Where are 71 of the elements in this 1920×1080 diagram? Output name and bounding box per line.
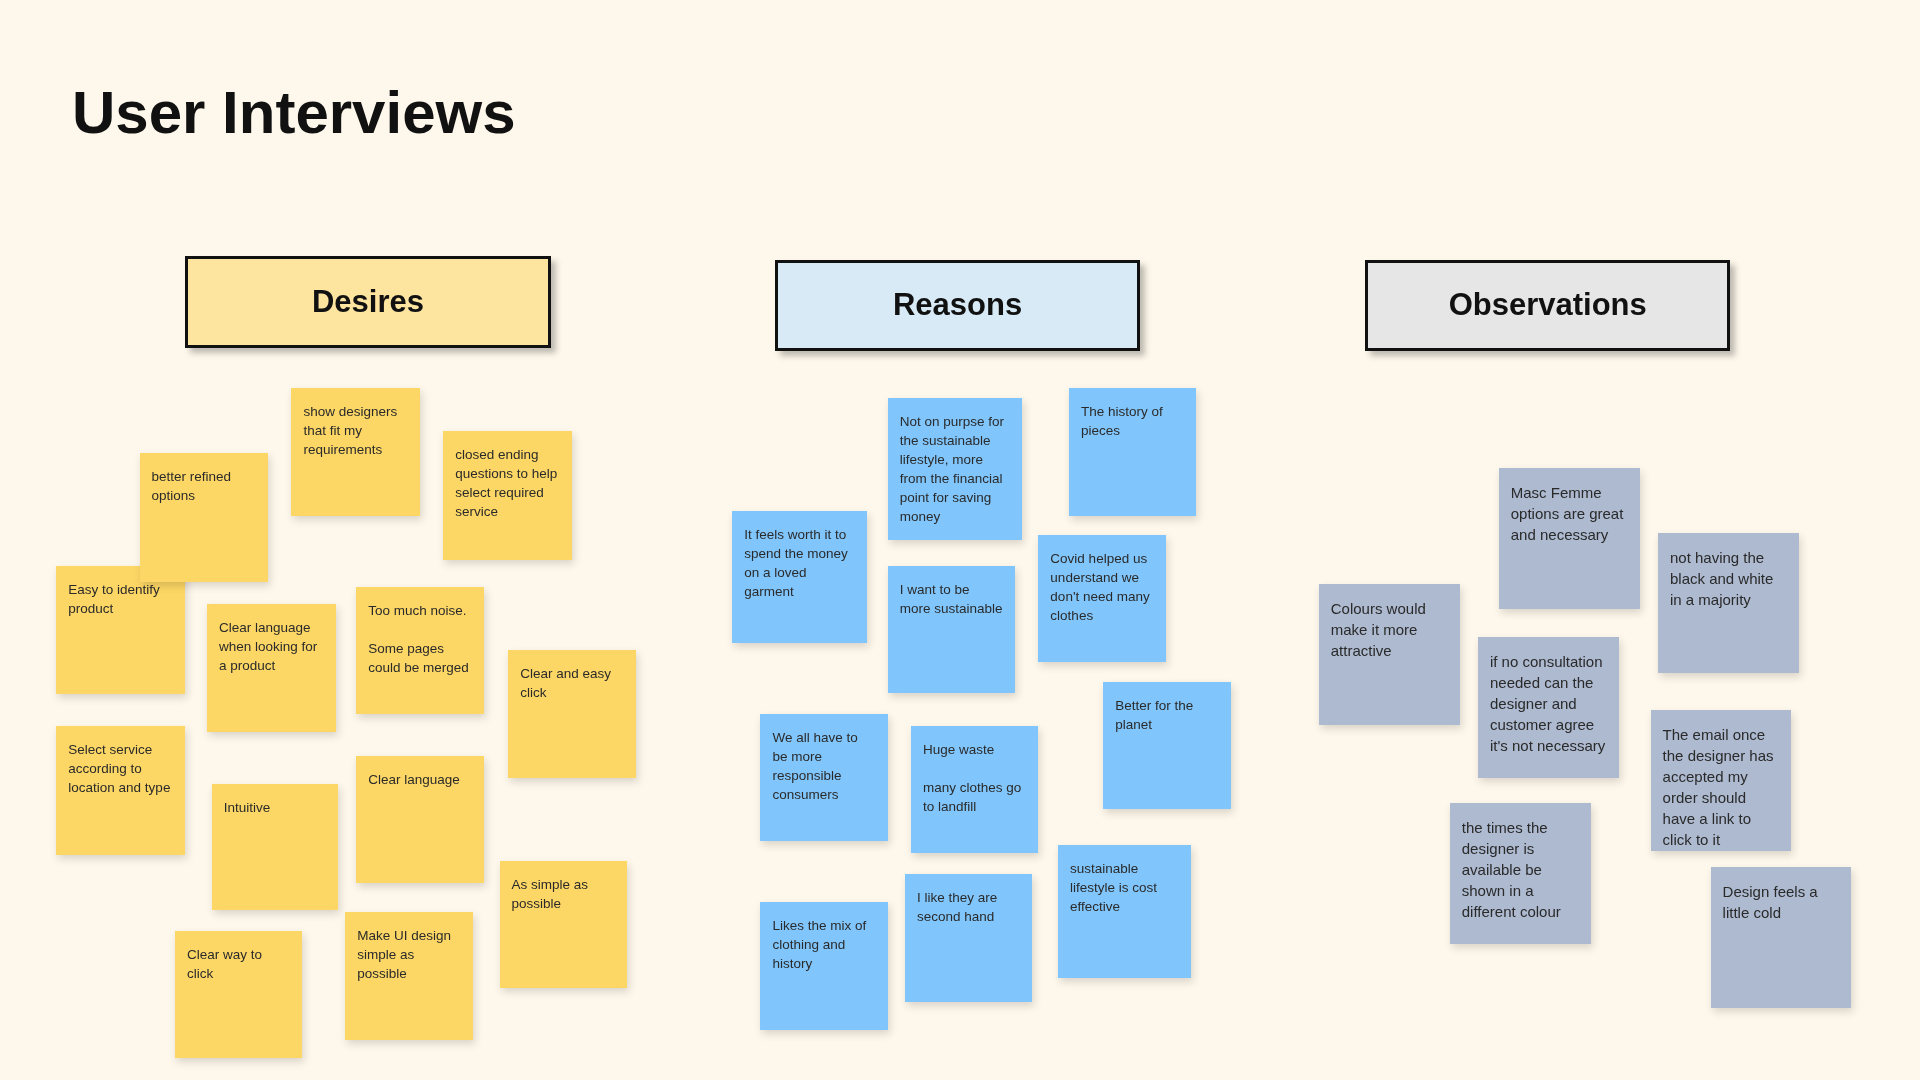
- note-text: Masc Femme options are great and necessary: [1510, 482, 1625, 545]
- note-text: As simple as possible: [511, 875, 590, 913]
- sticky-note: [175, 930, 303, 1058]
- sticky-note: [1650, 710, 1792, 851]
- category-header: [1365, 259, 1731, 352]
- note-text: sustainable lifestyle is cost effective: [1069, 859, 1158, 916]
- note-text: It feels worth it to spend the money on a loved garment: [744, 525, 849, 601]
- note-text: many clothes go to landfill: [923, 779, 1023, 817]
- note-text: We all have to be more responsible consumers: [772, 728, 859, 804]
- note-text: Design feels a little cold: [1722, 881, 1819, 923]
- sticky-note: [1103, 682, 1231, 810]
- page-title: User Interviews: [72, 78, 516, 147]
- header-text: Observations: [1448, 287, 1647, 324]
- note-text: Select service according to location and type: [68, 741, 172, 798]
- note-text: Colours would make it more attractive: [1330, 599, 1427, 662]
- sticky-note: [904, 874, 1033, 1002]
- note-text: show designers that fit my requirements: [303, 403, 399, 460]
- note-text: Clear language when looking for a product: [218, 618, 319, 675]
- sticky-note: [206, 603, 336, 733]
- note-text: the times the designer is available be shown in a different colour: [1461, 818, 1562, 923]
- sticky-note: [1068, 388, 1197, 516]
- sticky-note: [1318, 584, 1460, 725]
- sticky-note: [1710, 866, 1852, 1008]
- note-text: Better for the planet: [1115, 697, 1195, 735]
- note-text: Clear language: [368, 770, 461, 789]
- sticky-note: [760, 713, 888, 842]
- sticky-note: [1057, 844, 1192, 979]
- note-text: The email once the designer has accepted my order should have a link to click to it: [1662, 725, 1775, 851]
- sticky-note: [139, 453, 269, 582]
- category-header: [184, 255, 551, 348]
- note-text: Easy to identify product: [68, 580, 161, 618]
- note-text: Not on purpse for the sustainable lifestyle, more from the financial point for saving money: [899, 412, 1006, 526]
- sticky-note: [56, 565, 185, 695]
- sticky-note: [1038, 535, 1166, 663]
- header-text: Reasons: [892, 287, 1023, 324]
- sticky-note: [211, 783, 338, 910]
- note-text: I want to be more sustainable: [899, 580, 1004, 618]
- note-text: not having the black and white in a majority: [1669, 547, 1775, 610]
- sticky-note: [911, 726, 1039, 854]
- note-text: Likes the mix of clothing and history: [772, 917, 868, 974]
- note-text: Covid helped us understand we don't need many clothes: [1050, 550, 1151, 626]
- note-text: Some pages could be merged: [368, 639, 470, 677]
- sticky-note: [1477, 636, 1619, 778]
- sticky-note: [508, 650, 636, 778]
- sticky-note: [356, 755, 484, 883]
- note-text: Clear and easy click: [520, 665, 612, 703]
- sticky-note: [1449, 803, 1591, 945]
- sticky-note: [1657, 532, 1799, 674]
- sticky-note: [760, 902, 888, 1030]
- sticky-note: [1498, 467, 1640, 609]
- sticky-note: [887, 397, 1023, 540]
- sticky-note: [732, 510, 867, 643]
- note-text: The history of pieces: [1080, 403, 1164, 441]
- note-text: Clear way to click: [187, 945, 264, 983]
- note-text: Too much noise.: [368, 601, 468, 620]
- sticky-note: [887, 565, 1016, 694]
- note-text: Huge waste: [923, 741, 996, 760]
- sticky-note: [443, 431, 572, 560]
- note-text: I like they are second hand: [916, 889, 999, 927]
- note-text: closed ending questions to help select required service: [455, 446, 559, 521]
- header-text: Desires: [311, 283, 424, 320]
- sticky-note: [345, 912, 473, 1040]
- sticky-note: [56, 726, 185, 855]
- note-text: better refined options: [151, 468, 233, 506]
- category-header: [775, 259, 1140, 352]
- note-text: Intuitive: [223, 798, 272, 817]
- note-text: Make UI design simple as possible: [357, 927, 453, 984]
- sticky-note: [356, 586, 484, 714]
- sticky-note: [291, 388, 420, 516]
- note-text: if no consultation needed can the designer and customer agree it's not necessary: [1489, 651, 1607, 756]
- sticky-note: [499, 860, 627, 989]
